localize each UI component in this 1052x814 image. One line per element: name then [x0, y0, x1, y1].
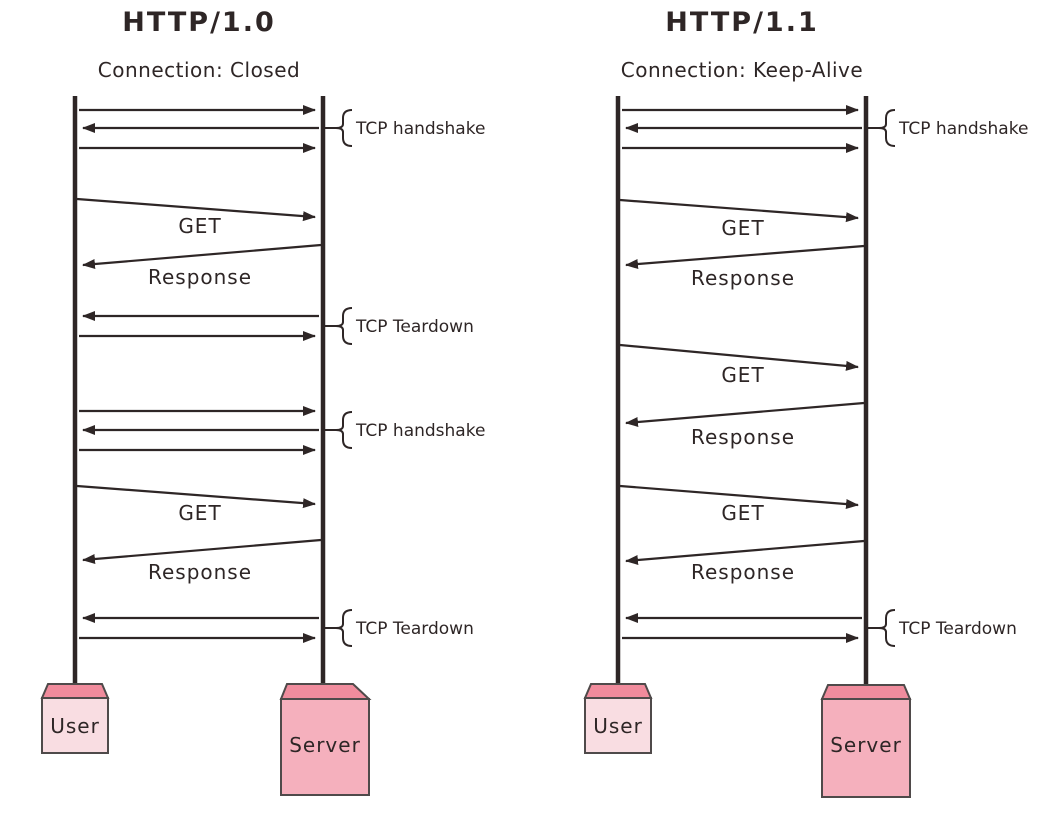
get-label: GET	[721, 501, 764, 525]
brace-icon	[335, 307, 353, 345]
http11-panel: HTTP/1.1 Connection: Keep-Alive TCP hand…	[583, 7, 1028, 798]
user-label: User	[50, 714, 100, 738]
handshake-annotation: TCP handshake	[898, 119, 1028, 139]
user-actor-box: User	[40, 683, 110, 754]
teardown-annotation: TCP Teardown	[355, 619, 474, 639]
get-arrow	[619, 343, 859, 371]
server-box-body	[280, 698, 370, 796]
get-arrow	[619, 198, 859, 223]
response-label: Response	[691, 425, 795, 449]
brace-icon	[878, 609, 896, 647]
user-box-body	[41, 697, 109, 754]
response-arrow	[625, 539, 865, 565]
user-actor-box: User	[583, 683, 653, 754]
response-label: Response	[691, 560, 795, 584]
server-box-top	[279, 683, 372, 700]
server-actor-box: Server	[279, 683, 372, 796]
response-arrow	[82, 538, 322, 564]
panel-title: HTTP/1.0	[122, 7, 276, 38]
get-label: GET	[721, 216, 764, 240]
brace-icon	[335, 109, 353, 147]
get-label: GET	[178, 214, 221, 238]
teardown-annotation: TCP Teardown	[355, 317, 474, 337]
teardown-annotation: TCP Teardown	[898, 619, 1017, 639]
server-label: Server	[830, 733, 902, 757]
user-label: User	[593, 714, 643, 738]
get-arrow	[76, 197, 316, 222]
get-label: GET	[721, 363, 764, 387]
get-label: GET	[178, 501, 221, 525]
panel-subtitle: Connection: Closed	[98, 58, 300, 82]
response-label: Response	[148, 560, 252, 584]
get-arrow	[619, 484, 859, 510]
server-label: Server	[289, 733, 361, 757]
handshake-annotation: TCP handshake	[355, 119, 485, 139]
response-label: Response	[148, 265, 252, 289]
brace-icon	[878, 109, 896, 147]
server-box-top	[820, 684, 912, 700]
user-box-top	[583, 683, 653, 699]
brace-icon	[335, 609, 353, 647]
panel-subtitle: Connection: Keep-Alive	[621, 58, 863, 82]
server-box-body	[821, 698, 911, 798]
user-box-top	[40, 683, 110, 699]
http10-panel: HTTP/1.0 Connection: Closed TCP handshak…	[40, 7, 485, 796]
response-arrow	[82, 243, 322, 269]
server-actor-box: Server	[820, 684, 912, 798]
response-arrow	[625, 244, 865, 270]
panel-title: HTTP/1.1	[665, 7, 819, 38]
response-label: Response	[691, 266, 795, 290]
handshake-annotation: TCP handshake	[355, 421, 485, 441]
get-arrow	[76, 484, 316, 509]
brace-icon	[335, 411, 353, 449]
user-box-body	[584, 697, 652, 754]
response-arrow	[625, 401, 865, 427]
